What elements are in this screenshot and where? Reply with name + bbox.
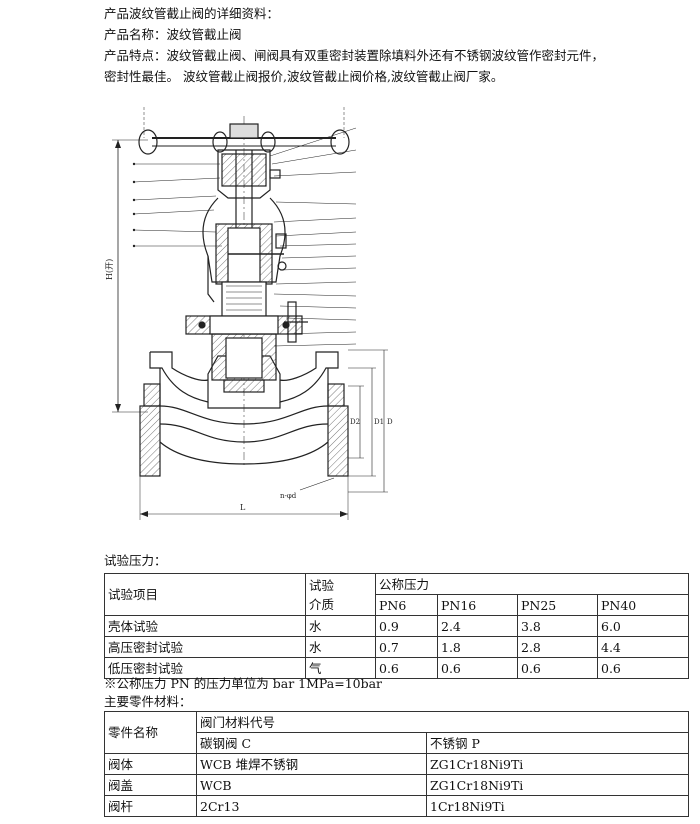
col-header-stainless-steel: 不锈钢 P xyxy=(425,732,690,754)
pressure-cell: 0.9 xyxy=(375,615,438,637)
stainless-material-cell: ZG1Cr18Ni9Ti xyxy=(425,753,690,775)
pressure-unit-note: ※公称压力 PN 的压力单位为 bar 1MPa=10bar xyxy=(104,676,383,691)
test-item-cell: 壳体试验 xyxy=(104,615,306,637)
product-feature-line-1: 产品特点：波纹管截止阀、闸阀具有双重密封装置除填料外还有不锈钢波纹管作密封元件， xyxy=(104,48,605,63)
dim-d-label: D xyxy=(387,418,393,426)
carbon-material-cell: WCB 堆焊不锈钢 xyxy=(196,753,427,775)
part-name-cell: 阀盖 xyxy=(104,774,197,796)
pn-header: PN6 xyxy=(375,594,438,616)
pressure-cell: 0.6 xyxy=(596,657,690,679)
stainless-material-cell: ZG1Cr18Ni9Ti xyxy=(425,774,690,796)
dim-d1-label: D1 xyxy=(374,418,384,426)
pn-header: PN40 xyxy=(596,594,690,616)
pressure-cell: 0.7 xyxy=(375,636,438,658)
pressure-cell: 0.6 xyxy=(517,657,598,679)
test-medium-cell: 气 xyxy=(305,657,376,679)
materials-table: 零件名称 阀门材料代号 碳钢阀 C 不锈钢 P 阀体 WCB 堆焊不锈钢 ZG1… xyxy=(104,711,690,817)
pn-header: PN16 xyxy=(437,594,518,616)
test-medium-cell: 水 xyxy=(305,615,376,637)
pressure-cell: 0.6 xyxy=(375,657,438,679)
pressure-cell: 4.4 xyxy=(596,636,690,658)
dim-bolt-label: n-φd xyxy=(280,492,297,500)
product-feature-line-2: 密封性最佳。 波纹管截止阀报价,波纹管截止阀价格,波纹管截止阀厂家。 xyxy=(104,69,504,84)
valve-technical-drawing: H(开) xyxy=(105,106,393,520)
intro-heading: 产品波纹管截止阀的详细资料： xyxy=(104,6,280,21)
table-row: 阀盖 WCB ZG1Cr18Ni9Ti xyxy=(104,774,690,796)
test-pressure-table: 试验项目 试验介质 公称压力 PN6 PN16 PN25 PN40 壳体试验 水… xyxy=(104,573,690,679)
table-row: 阀体 WCB 堆焊不锈钢 ZG1Cr18Ni9Ti xyxy=(104,753,690,775)
col-header-test-medium: 试验介质 xyxy=(305,573,376,616)
test-medium-cell: 水 xyxy=(305,636,376,658)
intro-text: 产品波纹管截止阀的详细资料： 产品名称：波纹管截止阀 产品特点：波纹管截止阀、闸… xyxy=(104,3,664,87)
col-header-nominal-pressure: 公称压力 xyxy=(374,573,690,595)
dim-height-label: H(开) xyxy=(105,259,114,280)
test-item-cell: 低压密封试验 xyxy=(104,657,306,679)
materials-title: 主要零件材料： xyxy=(104,694,192,709)
pressure-cell: 3.8 xyxy=(517,615,598,637)
pn-header: PN25 xyxy=(517,594,598,616)
part-name-cell: 阀体 xyxy=(104,753,197,775)
pressure-cell: 2.4 xyxy=(437,615,518,637)
test-item-cell: 高压密封试验 xyxy=(104,636,306,658)
test-pressure-title: 试验压力： xyxy=(104,553,167,568)
carbon-material-cell: 2Cr13 xyxy=(196,795,427,817)
table-row: 阀杆 2Cr13 1Cr18Ni9Ti xyxy=(104,795,690,817)
pressure-cell: 2.8 xyxy=(517,636,598,658)
pressure-cell: 0.6 xyxy=(437,657,518,679)
product-name-line: 产品名称：波纹管截止阀 xyxy=(104,27,242,42)
table-row: 高压密封试验 水 0.7 1.8 2.8 4.4 xyxy=(104,636,690,658)
pressure-cell: 6.0 xyxy=(596,615,690,637)
pressure-cell: 1.8 xyxy=(437,636,518,658)
col-header-carbon-steel: 碳钢阀 C xyxy=(196,732,427,754)
col-header-material-code: 阀门材料代号 xyxy=(195,711,690,733)
dim-length-label: L xyxy=(240,503,246,512)
table-row: 壳体试验 水 0.9 2.4 3.8 6.0 xyxy=(104,615,690,637)
col-header-part-name: 零件名称 xyxy=(104,711,197,754)
table-row: 低压密封试验 气 0.6 0.6 0.6 0.6 xyxy=(104,657,690,679)
carbon-material-cell: WCB xyxy=(196,774,427,796)
dim-d2-label: D2 xyxy=(350,418,360,426)
stainless-material-cell: 1Cr18Ni9Ti xyxy=(425,795,690,817)
part-name-cell: 阀杆 xyxy=(104,795,197,817)
col-header-test-item: 试验项目 xyxy=(104,573,306,616)
